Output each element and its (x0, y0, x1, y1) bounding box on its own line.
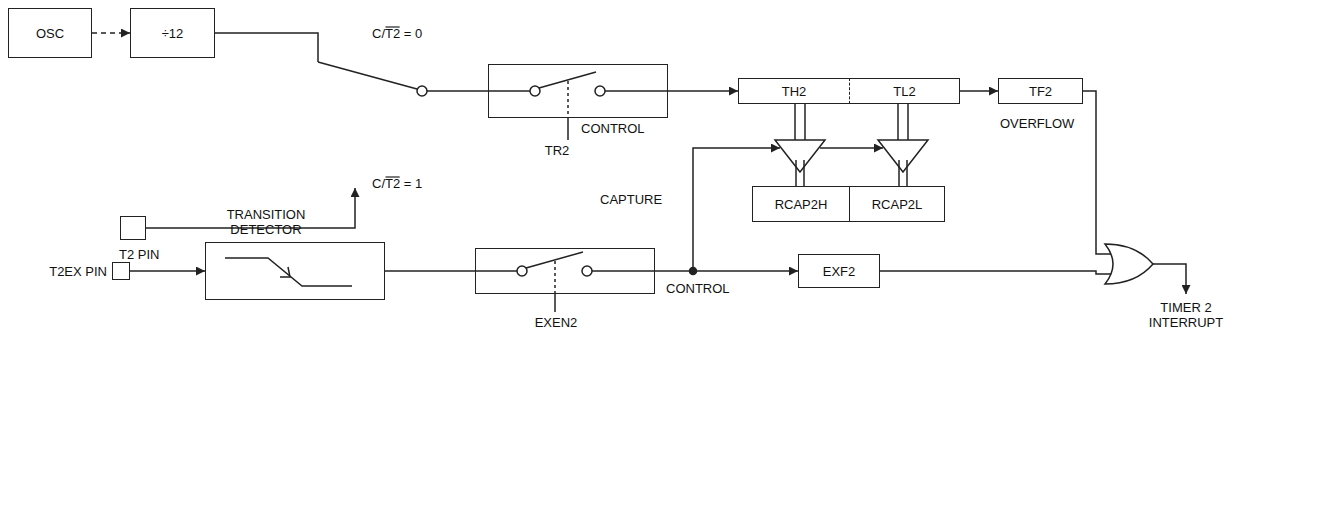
buffer-triangle (878, 140, 928, 172)
signal-connector (385, 270, 475, 272)
control-link (567, 81, 569, 118)
register-box: EXF2 (798, 254, 880, 288)
node-label: TL2 (893, 84, 915, 99)
switch-contact (517, 266, 527, 276)
node-caption: EXEN2 (526, 315, 586, 330)
clock-wire (215, 33, 318, 62)
bus-line (804, 104, 806, 140)
register-box: TL2 (850, 78, 960, 104)
buffer-triangle (775, 140, 825, 172)
node-label: RCAP2H (775, 197, 828, 212)
node-caption: CONTROL (666, 281, 730, 296)
control-line (567, 118, 569, 140)
transition-arrow (280, 267, 290, 277)
overflow-wire (1083, 91, 1112, 254)
switch-contact (530, 86, 540, 96)
signal-connector (92, 32, 130, 34)
signal-connector (130, 270, 205, 272)
interrupt-wire (1153, 264, 1186, 294)
switch-wire (488, 90, 530, 92)
bus-line (795, 160, 797, 186)
bus-line (794, 104, 796, 140)
select-label: C/T2 = 1 (372, 176, 422, 191)
capture-wire (820, 147, 883, 149)
switch-blade (526, 252, 583, 268)
switch-box: T2 PIN (120, 216, 146, 240)
switch-blade (539, 72, 596, 88)
switch-box: TRANSITION DETECTOR (205, 242, 385, 300)
or-gate (1105, 244, 1153, 284)
register-box: RCAP2L (850, 186, 945, 222)
switch-box: TR2CONTROL (488, 64, 668, 118)
switch-contact (582, 266, 592, 276)
capture-wire (693, 148, 780, 271)
register-box: TF2 (998, 78, 1083, 104)
switch-box: T2EX PIN (112, 262, 130, 280)
switch-pole (417, 86, 427, 96)
node-caption: T2 PIN (119, 247, 159, 262)
select-label: C/T2 = 0 (372, 26, 422, 41)
signal-connector (960, 90, 998, 92)
node-caption: CONTROL (581, 121, 645, 136)
control-line (554, 294, 556, 312)
node-label: RCAP2L (872, 197, 923, 212)
register-box: RCAP2H (752, 186, 850, 222)
switch-contact (595, 86, 605, 96)
signal-label: CAPTURE (600, 192, 662, 207)
bus-line (906, 160, 908, 186)
node-label: OSC (36, 26, 64, 41)
node-label: TH2 (782, 84, 807, 99)
node-caption: TR2 (539, 143, 575, 158)
switch-wire (475, 270, 517, 272)
signal-label: OVERFLOW (1000, 116, 1074, 131)
bus-line (897, 104, 899, 140)
signal-connector (668, 90, 738, 92)
control-link (554, 261, 556, 294)
bus-line (898, 160, 900, 186)
transition-symbol (225, 258, 352, 286)
node-caption: T2EX PIN (11, 264, 107, 279)
register-box: TH2 (738, 78, 850, 104)
switch-wire (592, 270, 655, 272)
switch-box: EXEN2CONTROL (475, 248, 655, 294)
signal-connector (655, 270, 798, 272)
exf2-wire (880, 271, 1112, 274)
register-box: ÷12 (130, 8, 215, 58)
register-box: OSC (8, 8, 92, 58)
selector-blade (318, 62, 417, 89)
bus-line (907, 104, 909, 140)
selector-wire (427, 90, 488, 92)
output-label: TIMER 2 INTERRUPT (1136, 300, 1236, 330)
node-caption: TRANSITION DETECTOR (216, 207, 316, 237)
switch-wire (605, 90, 668, 92)
bus-line (803, 160, 805, 186)
node-label: EXF2 (823, 264, 856, 279)
node-label: ÷12 (162, 26, 184, 41)
node-label: TF2 (1029, 84, 1052, 99)
